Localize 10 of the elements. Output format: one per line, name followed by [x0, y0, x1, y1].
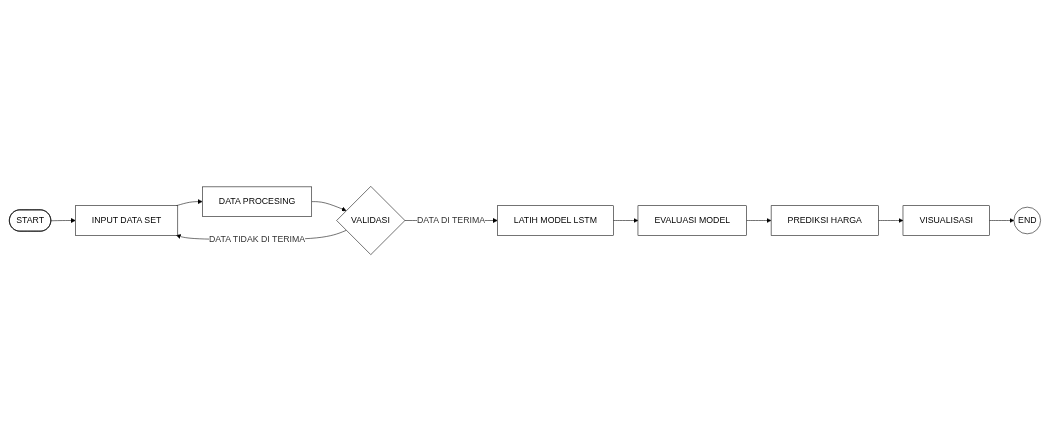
node-box: INPUT DATA SET	[75, 205, 179, 236]
node-box: VISUALISASI	[902, 205, 990, 236]
node-diamond: VALIDASI	[336, 186, 406, 255]
node-box: PREDIKSI HARGA	[770, 205, 879, 236]
edge-label: DATA DI TERIMA	[416, 215, 486, 225]
node-circle: END	[1013, 206, 1041, 235]
node-box: EVALUASI MODEL	[637, 205, 747, 236]
edge-label: DATA TIDAK DI TERIMA	[209, 234, 306, 244]
node-box: DATA PROCESING	[202, 186, 312, 217]
node-box: LATIH MODEL LSTM	[497, 205, 614, 236]
